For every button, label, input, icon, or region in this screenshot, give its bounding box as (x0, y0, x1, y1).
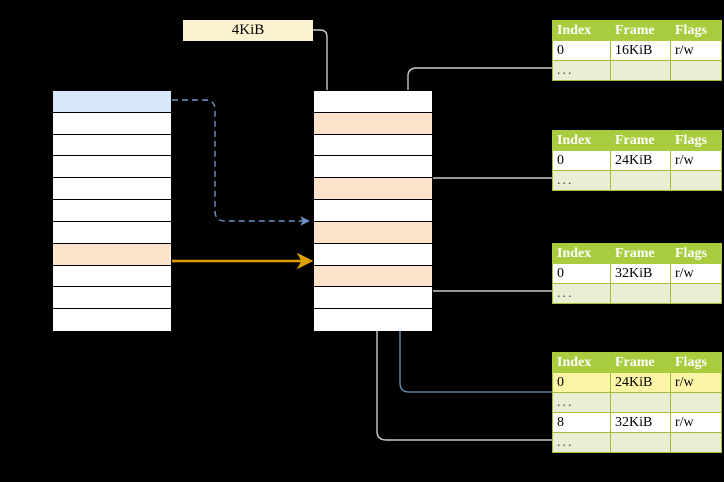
virtual-page-row-10[interactable] (53, 309, 171, 331)
column-header-frame: Frame (610, 20, 671, 41)
virtual-page-row-6[interactable] (53, 221, 171, 244)
physical-frame-row-2[interactable] (314, 134, 432, 157)
cell-frame: 24KiB (610, 150, 671, 171)
cell-index: ... (552, 170, 611, 191)
physical-frame-row-4[interactable] (314, 178, 432, 201)
column-header-index: Index (552, 352, 611, 373)
virtual-page-row-8[interactable] (53, 265, 171, 288)
cell-frame (610, 283, 671, 304)
cell-flags (670, 170, 722, 191)
wire-virtual-blue-to-frame (172, 99, 310, 226)
cell-index: ... (552, 392, 611, 413)
virtual-page-row-1[interactable] (53, 112, 171, 135)
cell-flags (670, 392, 722, 413)
virtual-page-row-9[interactable] (53, 287, 171, 310)
cell-frame (610, 432, 671, 453)
column-header-flags: Flags (670, 130, 722, 151)
physical-frame-row-0[interactable] (314, 91, 432, 113)
virtual-address-space-column[interactable] (52, 90, 172, 331)
column-header-flags: Flags (670, 352, 722, 373)
virtual-page-row-5[interactable] (53, 200, 171, 222)
cell-index: 0 (552, 263, 611, 284)
virtual-page-row-0[interactable] (53, 91, 171, 113)
physical-frame-row-8[interactable] (314, 265, 432, 288)
cell-index: 0 (552, 372, 611, 393)
page-size-label: 4KiB (183, 20, 313, 41)
column-header-frame: Frame (610, 352, 671, 373)
cell-flags: r/w (670, 412, 722, 433)
cell-frame: 32KiB (610, 263, 671, 284)
virtual-page-row-7[interactable] (53, 243, 171, 266)
column-header-index: Index (552, 130, 611, 151)
virtual-page-row-4[interactable] (53, 178, 171, 201)
cell-flags: r/w (670, 40, 722, 61)
cell-index: ... (552, 283, 611, 304)
physical-frame-row-1[interactable] (314, 112, 432, 135)
physical-frame-row-6[interactable] (314, 221, 432, 244)
cell-index: ... (552, 60, 611, 81)
table-row[interactable]: ... (552, 392, 722, 413)
physical-frame-row-9[interactable] (314, 287, 432, 310)
physical-memory-column[interactable] (313, 90, 433, 331)
physical-frame-row-7[interactable] (314, 243, 432, 266)
cell-frame: 24KiB (610, 372, 671, 393)
table-row[interactable]: ... (552, 60, 722, 81)
cell-flags (670, 283, 722, 304)
cell-index: 8 (552, 412, 611, 433)
cell-index: 0 (552, 40, 611, 61)
cell-flags: r/w (670, 372, 722, 393)
table-row[interactable]: ... (552, 170, 722, 191)
cell-frame (610, 60, 671, 81)
physical-frame-row-10[interactable] (314, 309, 432, 331)
table-row[interactable]: ... (552, 432, 722, 453)
column-header-flags: Flags (670, 243, 722, 264)
physical-frame-row-3[interactable] (314, 156, 432, 179)
cell-index: ... (552, 432, 611, 453)
column-header-index: Index (552, 243, 611, 264)
column-header-frame: Frame (610, 130, 671, 151)
cell-flags (670, 432, 722, 453)
column-header-index: Index (552, 20, 611, 41)
virtual-page-row-2[interactable] (53, 134, 171, 157)
column-header-flags: Flags (670, 20, 722, 41)
cell-frame (610, 170, 671, 191)
cell-frame (610, 392, 671, 413)
virtual-page-row-3[interactable] (53, 156, 171, 179)
physical-frame-row-5[interactable] (314, 200, 432, 222)
table-row[interactable]: ... (552, 283, 722, 304)
cell-flags: r/w (670, 150, 722, 171)
cell-index: 0 (552, 150, 611, 171)
column-header-frame: Frame (610, 243, 671, 264)
cell-frame: 16KiB (610, 40, 671, 61)
cell-frame: 32KiB (610, 412, 671, 433)
cell-flags (670, 60, 722, 81)
cell-flags: r/w (670, 263, 722, 284)
